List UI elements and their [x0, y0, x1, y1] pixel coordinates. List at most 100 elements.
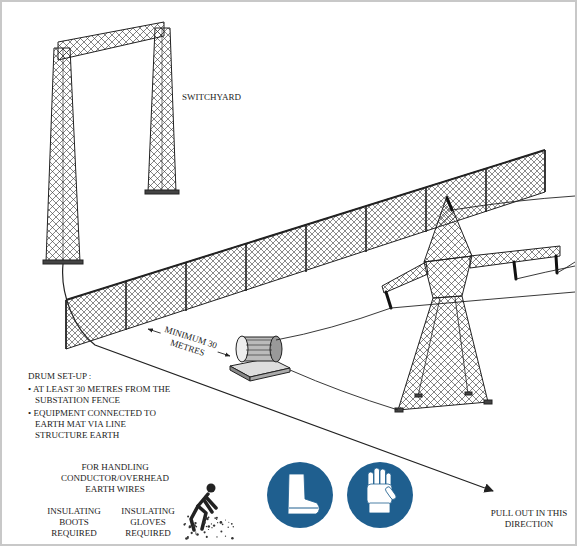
substation-fence	[66, 150, 545, 300]
gravel-dots	[195, 531, 196, 532]
substation-fence	[185, 262, 187, 311]
label-holder: INSULATING GLOVES REQUIRED	[114, 506, 182, 539]
gravel-dots	[217, 522, 218, 523]
gravel-dots	[225, 519, 226, 520]
gravel-dots	[206, 536, 208, 538]
direction-label: PULL OUT IN THIS DIRECTION	[487, 508, 571, 530]
ppe-caption: INSULATING GLOVES REQUIRED	[114, 506, 182, 539]
label-holder: SWITCHYARD	[182, 92, 241, 103]
switchyard-gantry	[58, 22, 164, 60]
gloves-sign	[369, 503, 390, 513]
gravel-dots	[194, 522, 196, 524]
worker-figure	[191, 506, 198, 530]
gravel-dots	[231, 523, 233, 525]
gravel-dots	[185, 537, 188, 540]
transmission-tower	[455, 297, 468, 394]
substation-fence	[125, 281, 127, 330]
overhead-wire	[557, 262, 575, 273]
transmission-tower	[418, 298, 440, 396]
note-heading: DRUM SET-UP :	[28, 371, 91, 382]
insulator-string	[556, 256, 557, 273]
overhead-wire	[452, 196, 575, 210]
dimension-label: MINIMUM 30 METRES	[157, 323, 221, 362]
substation-fence	[485, 169, 487, 212]
gravel-dots	[208, 517, 210, 519]
worker-figure	[191, 484, 216, 531]
switchyard-gantry	[43, 22, 179, 264]
substation-fence	[65, 300, 67, 349]
substation-fence	[245, 244, 247, 291]
gravel-dots	[222, 524, 224, 526]
switchyard-gantry	[43, 260, 83, 264]
label-holder: FOR HANDLING CONDUCTOR/OVERHEAD EARTH WI…	[52, 462, 178, 495]
gravel-dots	[191, 532, 193, 534]
gravel-dots	[190, 520, 191, 521]
label-holder: MINIMUM 30 METRES	[157, 323, 221, 362]
gravel-dots	[211, 527, 212, 528]
cable-drum	[230, 366, 250, 381]
gravel-dots	[208, 525, 211, 528]
switchyard-gantry	[46, 48, 80, 262]
transmission-tower	[382, 196, 560, 412]
gravel-dots	[213, 524, 215, 526]
gloves-sign	[347, 462, 413, 528]
overhead-wire	[290, 370, 398, 410]
gravel-dots	[228, 522, 229, 523]
boots-sign	[267, 462, 333, 528]
switchyard-gantry	[145, 190, 179, 194]
gravel-dots	[183, 516, 234, 540]
label-holder: INSULATING BOOTS REQUIRED	[40, 506, 108, 539]
ppe-caption: INSULATING BOOTS REQUIRED	[40, 506, 108, 539]
boots-sign	[289, 508, 318, 509]
transmission-tower	[382, 262, 428, 293]
transmission-tower	[424, 196, 472, 262]
transmission-tower	[398, 296, 488, 410]
gravel-dots	[220, 530, 222, 532]
gravel-dots	[216, 517, 218, 519]
gravel-dots	[194, 524, 196, 526]
gravel-dots	[183, 524, 185, 526]
transmission-tower	[395, 408, 403, 412]
gravel-dots	[187, 516, 189, 518]
cable-drum	[246, 355, 272, 356]
transmission-tower	[484, 400, 492, 404]
gravel-dots	[214, 517, 216, 519]
transmission-tower	[415, 394, 422, 397]
cable-drum	[246, 345, 272, 346]
gravel-dots	[195, 533, 196, 534]
gravel-dots	[189, 527, 191, 529]
gravel-dots	[208, 516, 210, 518]
substation-fence	[365, 206, 367, 252]
transmission-tower	[465, 392, 472, 395]
gravel-dots	[204, 531, 206, 533]
switchyard-gantry	[148, 28, 176, 192]
gravel-dots	[231, 537, 234, 540]
overhead-wire	[276, 196, 575, 410]
label-holder: • EQUIPMENT CONNECTED TO EARTH MAT VIA L…	[28, 408, 163, 441]
conductor-line	[63, 264, 493, 491]
gravel-dots	[227, 527, 228, 528]
overhead-wire	[276, 308, 391, 340]
switchyard-gantry	[63, 48, 64, 262]
gloves-sign	[367, 468, 397, 513]
gravel-dots	[203, 522, 205, 524]
insulator-string	[447, 198, 452, 210]
gloves-sign	[347, 462, 413, 528]
insulator-string	[386, 198, 557, 308]
conductor-line	[63, 264, 493, 491]
label-holder: • AT LEAST 30 METRES FROM THE SUBSTATION…	[28, 384, 178, 406]
switchyard-gantry	[162, 28, 163, 192]
cable-drum	[246, 350, 272, 351]
instruction-note: FOR HANDLING CONDUCTOR/OVERHEAD EARTH WI…	[52, 462, 178, 495]
gravel-dots	[225, 536, 226, 537]
substation-fence	[66, 150, 545, 349]
insulator-string	[514, 262, 516, 279]
substation-fence	[66, 150, 545, 349]
gravel-dots	[216, 519, 217, 520]
worker-figure	[207, 484, 216, 493]
gravel-dots	[208, 529, 209, 530]
cable-drum	[246, 340, 272, 341]
note-item: • AT LEAST 30 METRES FROM THE SUBSTATION…	[28, 384, 178, 406]
area-label: SWITCHYARD	[182, 92, 241, 103]
